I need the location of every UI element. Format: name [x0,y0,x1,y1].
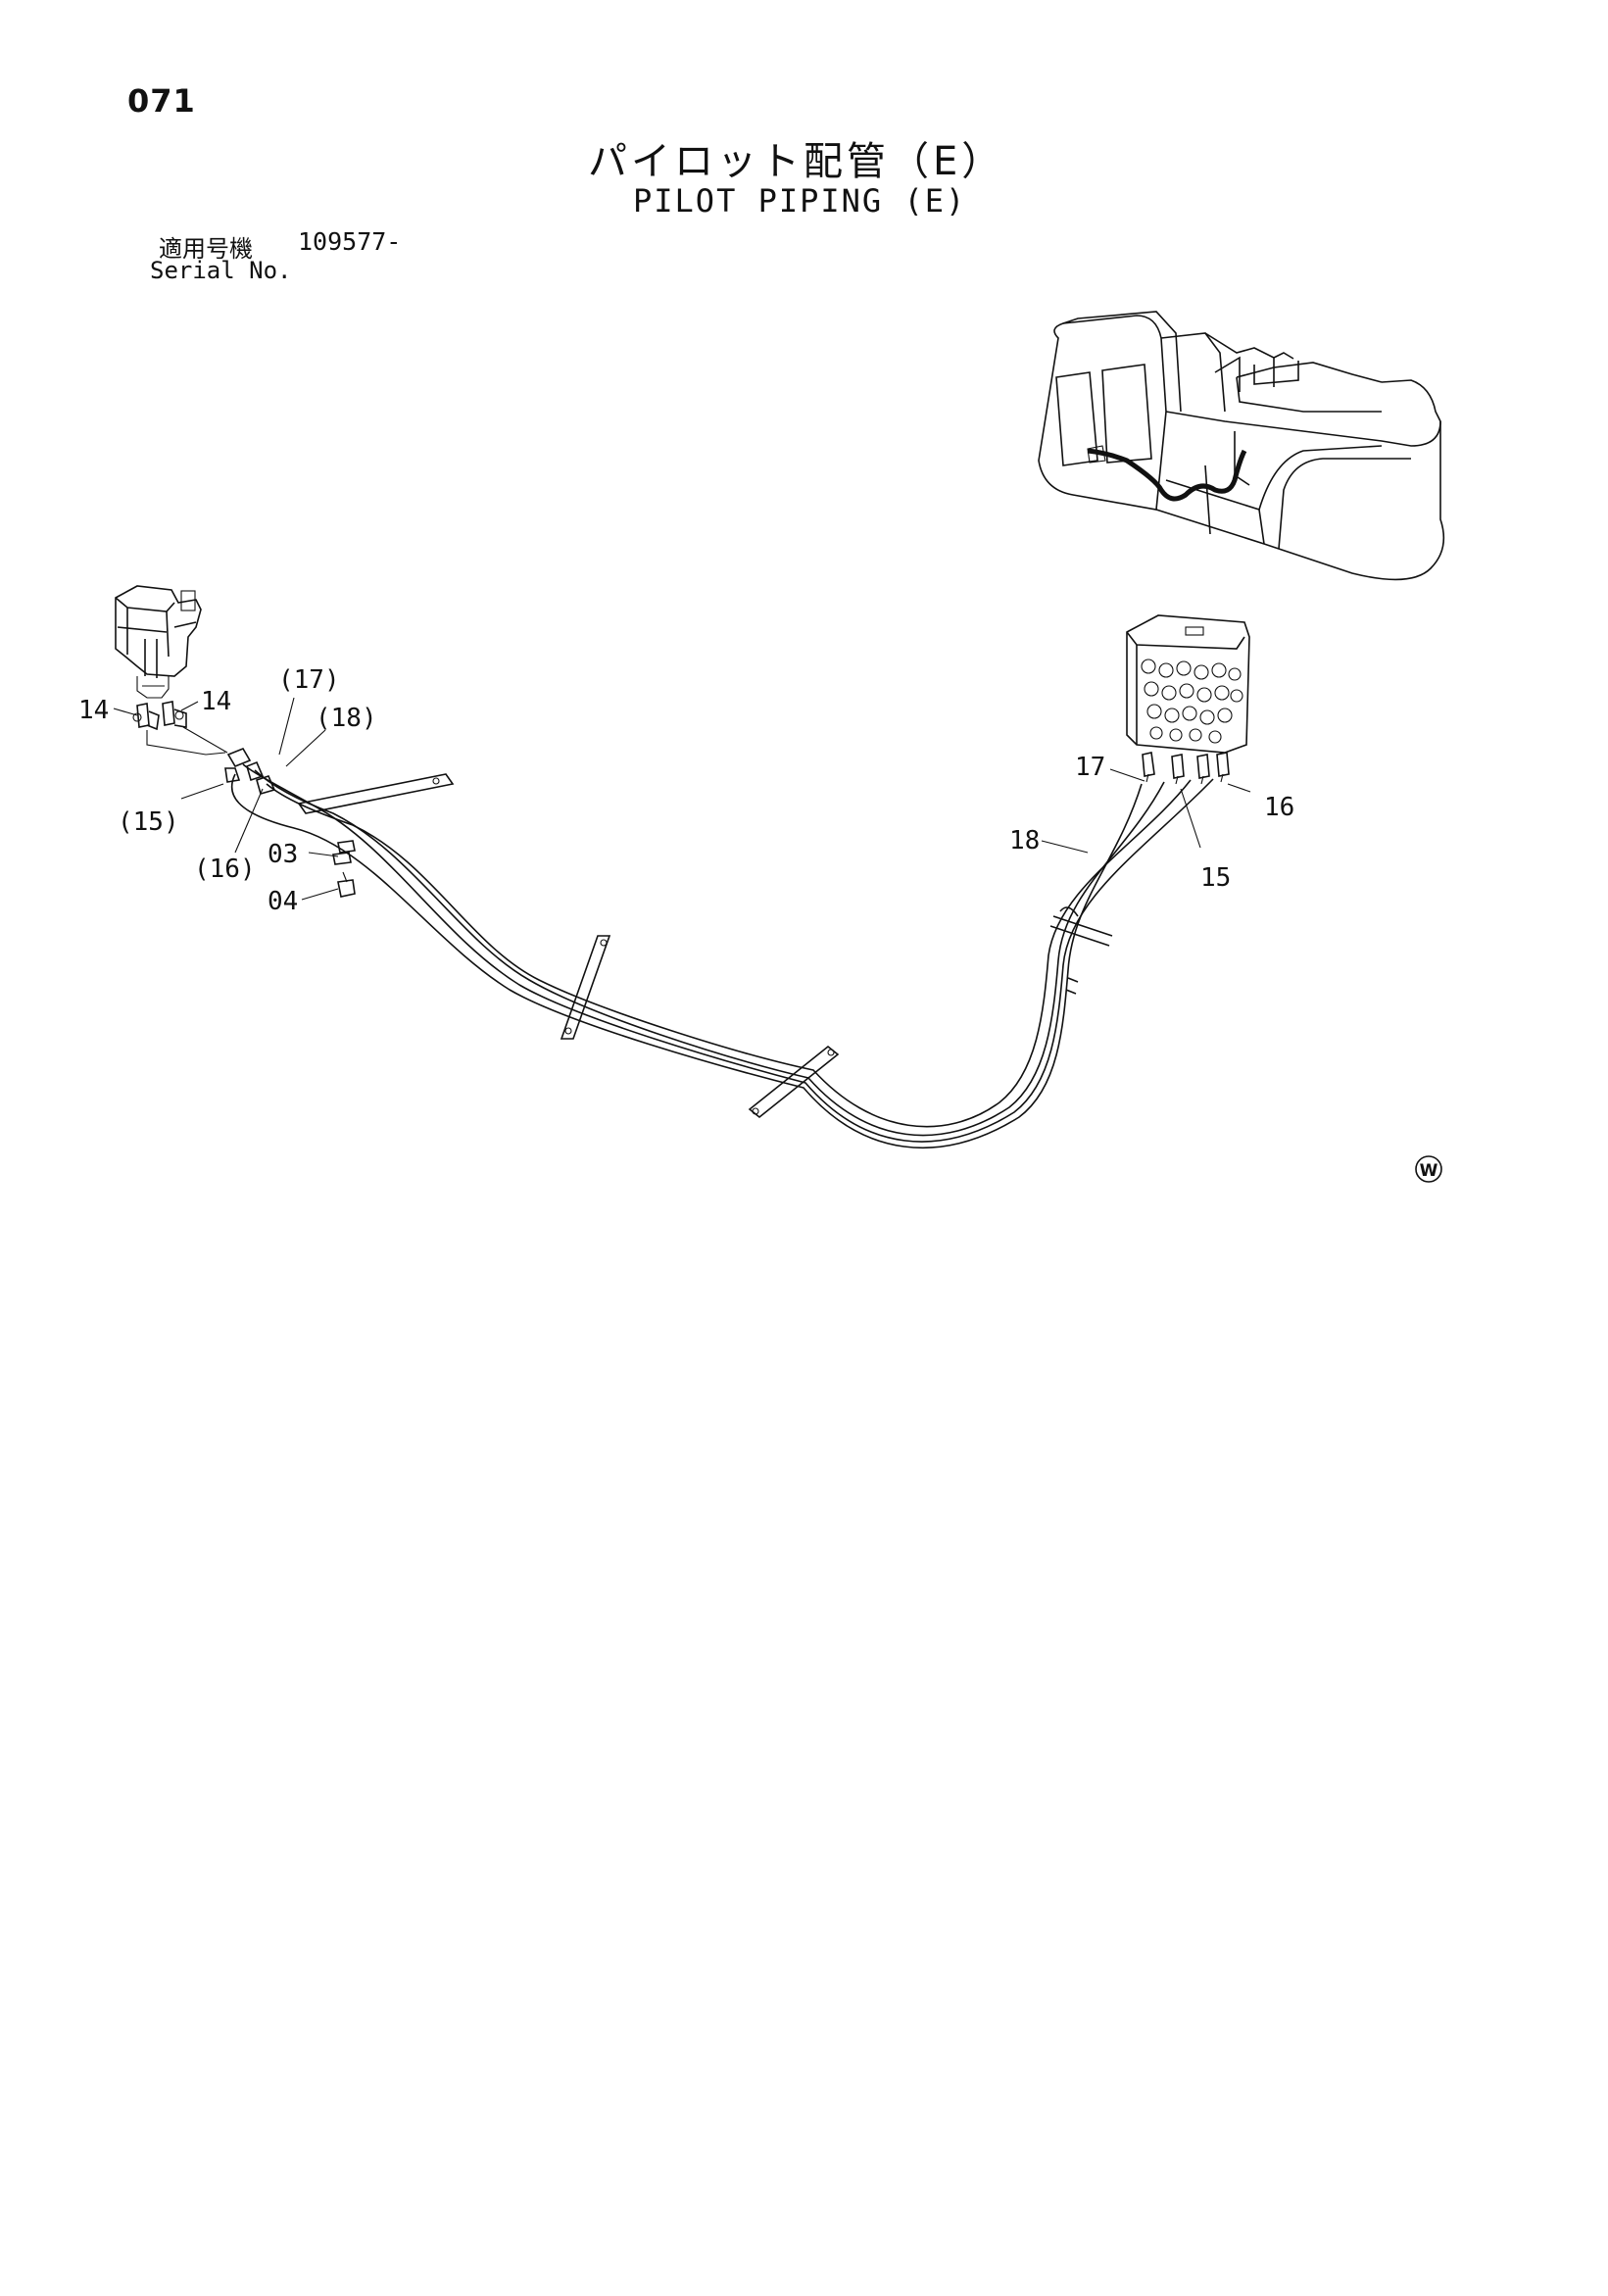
callout-labels: 14 14 (17) (18) (15) (16) 03 04 17 18 16… [78,665,1294,916]
callout-17: 17 [1075,753,1105,782]
control-valve-right [1126,614,1250,785]
callout-15-paren: (15) [118,807,179,837]
callout-04: 04 [268,887,298,916]
callout-16-paren: (16) [194,855,256,884]
page-number: 071 [127,82,196,120]
callout-14-right: 14 [201,687,231,716]
callout-03: 03 [268,840,298,869]
pilot-valve-left [115,585,202,699]
callout-15: 15 [1200,863,1231,893]
w-mark-letter: W [1420,1161,1438,1181]
callout-18-paren: (18) [316,704,377,733]
callout-17-paren: (17) [278,665,340,695]
title-japanese: パイロット配管（E） [588,139,1005,184]
title-english: PILOT PIPING (E) [633,182,967,220]
hose-clamps [297,773,1113,1119]
hose-fittings-left [224,748,276,795]
serial-label-japanese: 適用号機 [159,235,253,263]
leader-lines [113,697,1251,901]
bolt-and-plate [332,852,356,898]
excavator-inset-illustration [1038,311,1445,581]
serial-label-english: Serial No. [150,257,292,284]
hose-bundle [230,763,1214,1149]
callout-18: 18 [1009,826,1040,855]
callout-16: 16 [1264,793,1294,822]
callout-14-left: 14 [78,696,109,725]
w-mark: W [1415,1155,1442,1183]
elbow-fittings-left [132,701,228,756]
serial-value: 109577- [298,227,402,256]
